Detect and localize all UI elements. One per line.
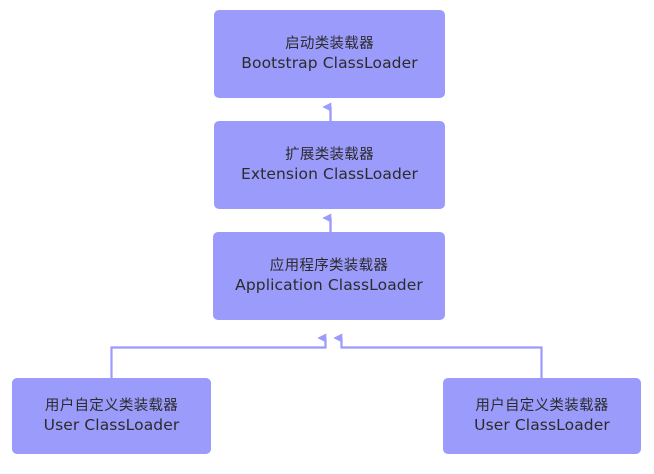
node-user-left-label-en: User ClassLoader [43,416,180,435]
node-user-left-label-cn: 用户自定义类装载器 [44,397,179,414]
node-user-classloader-right[interactable]: 用户自定义类装载器 User ClassLoader [443,378,641,454]
node-user-classloader-left[interactable]: 用户自定义类装载器 User ClassLoader [12,378,211,454]
node-user-right-label-cn: 用户自定义类装载器 [475,397,609,414]
node-user-right-label-en: User ClassLoader [474,416,610,435]
node-application-label-en: Application ClassLoader [235,276,423,295]
edge-user-left-to-application [110,333,327,378]
node-bootstrap-label-en: Bootstrap ClassLoader [241,54,418,73]
node-bootstrap-label-cn: 启动类装载器 [285,35,374,52]
node-extension-label-cn: 扩展类装载器 [285,146,374,163]
node-application-classloader[interactable]: 应用程序类装载器 Application ClassLoader [213,232,445,320]
edge-user-right-to-application [333,333,543,378]
node-application-label-cn: 应用程序类装载器 [269,257,389,274]
node-extension-label-en: Extension ClassLoader [241,165,418,184]
node-extension-classloader[interactable]: 扩展类装载器 Extension ClassLoader [214,121,445,209]
node-bootstrap-classloader[interactable]: 启动类装载器 Bootstrap ClassLoader [214,10,445,98]
